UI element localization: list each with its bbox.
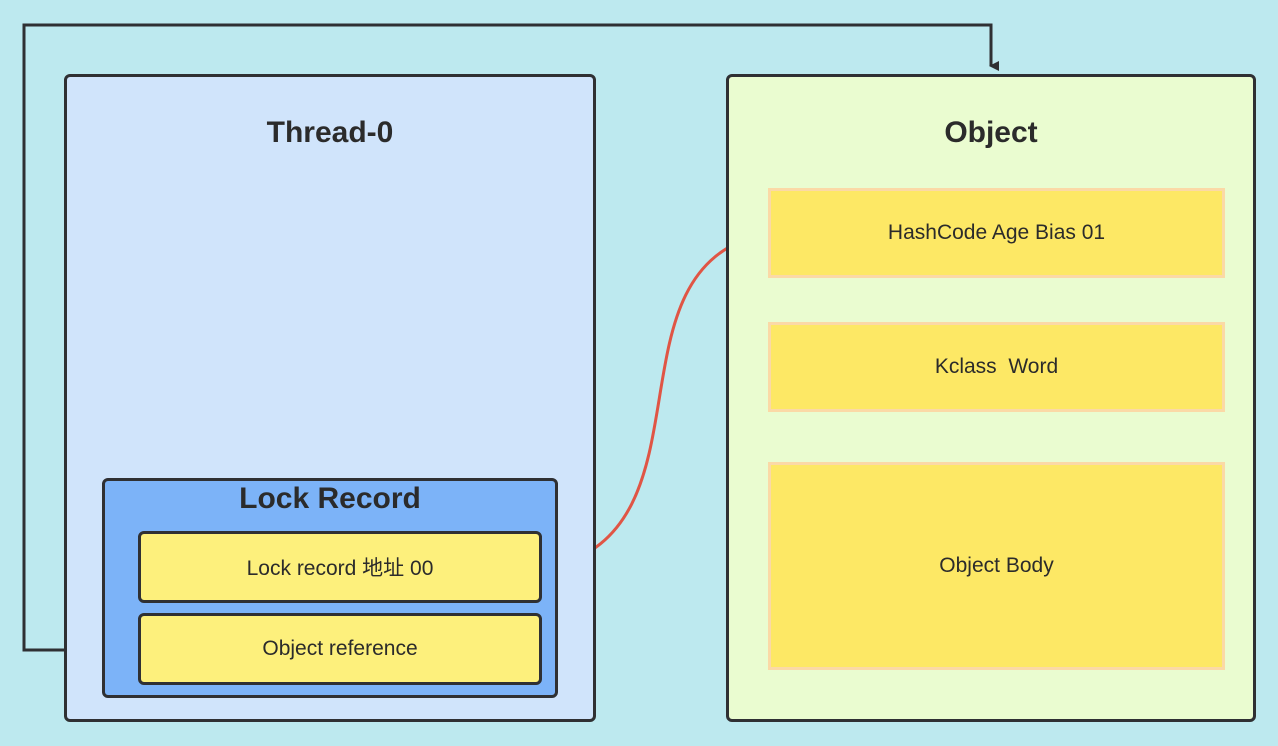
thread-title: Thread-0 bbox=[266, 116, 394, 149]
klass-word-field: Kclass Word bbox=[768, 322, 1225, 412]
mark-word-field: HashCode Age Bias 01 bbox=[768, 188, 1225, 278]
lock-record-title: Lock Record bbox=[239, 482, 421, 515]
cas-swap-arrow bbox=[546, 230, 766, 572]
object-reference-arrow bbox=[22, 23, 999, 652]
object-reference-field: Object reference bbox=[138, 613, 542, 685]
object-title: Object bbox=[944, 116, 1038, 149]
lock-record-address-field: Lock record 地址 00 bbox=[138, 531, 542, 603]
object-body-field: Object Body bbox=[768, 462, 1225, 670]
